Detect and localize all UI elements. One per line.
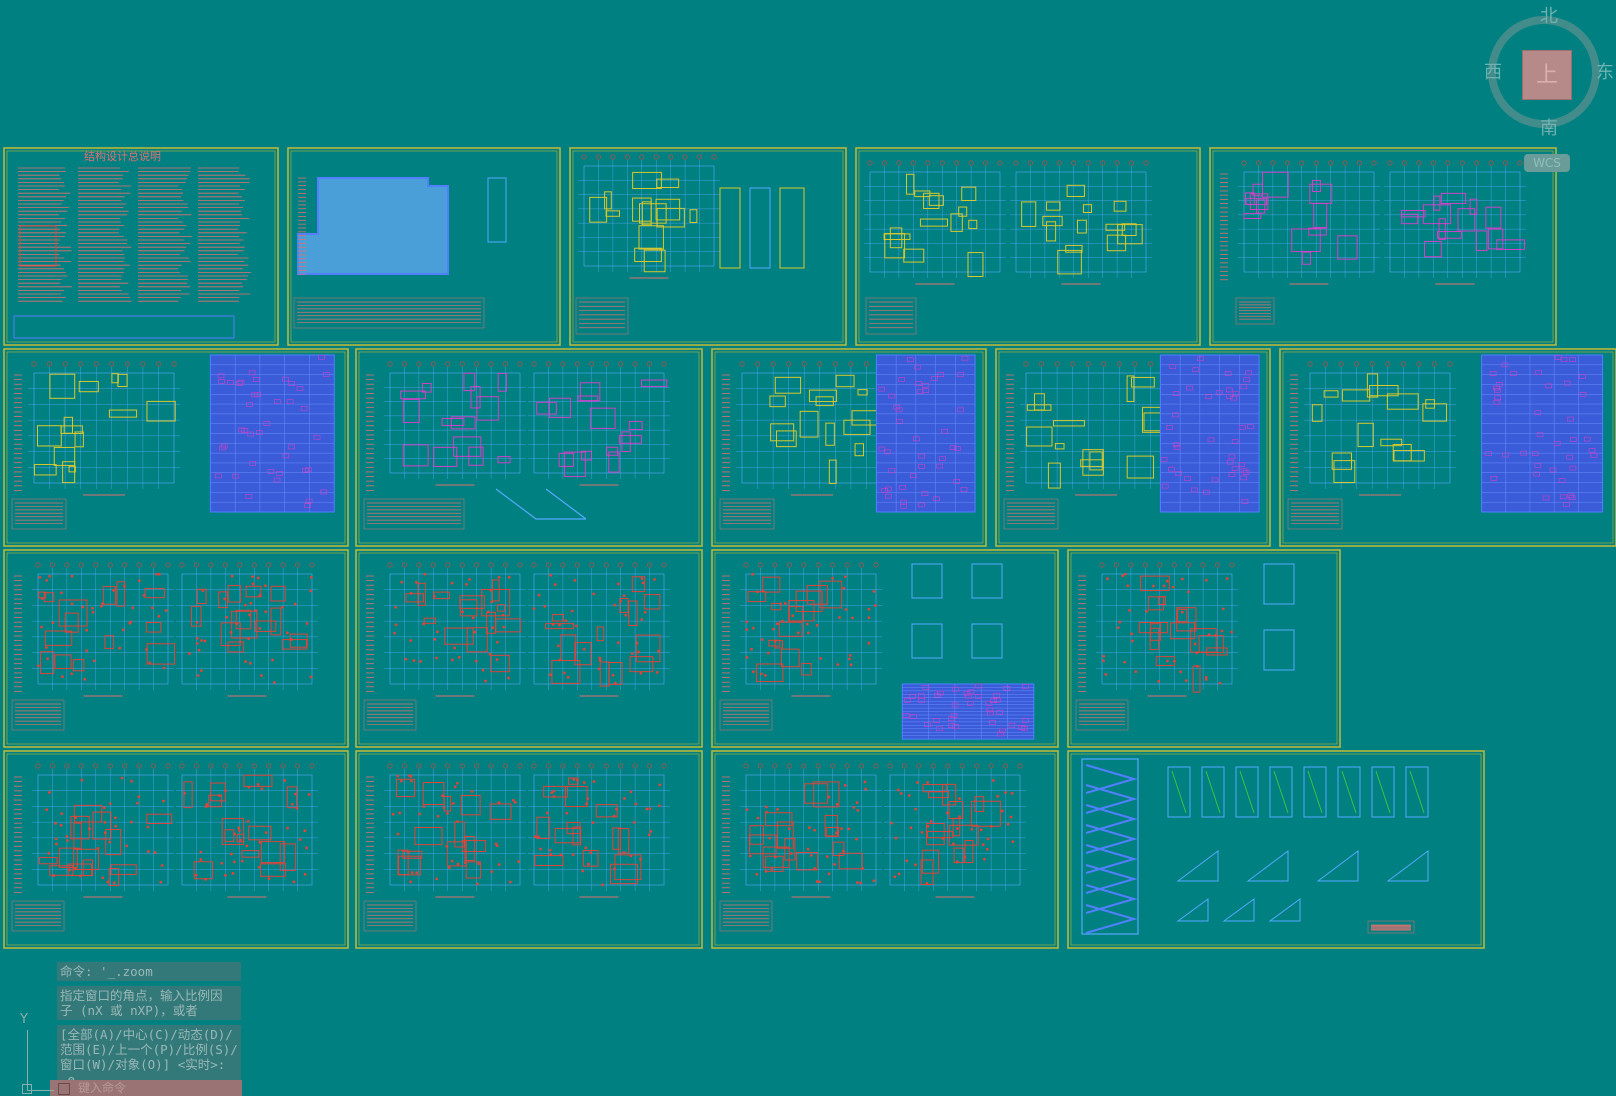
command-history-line: [全部(A)/中心(C)/动态(D)/ 范围(E)/上一个(P)/比例(S)/ … [57, 1025, 241, 1089]
compass-east[interactable]: 东 [1596, 62, 1614, 83]
drawing-sheet[interactable] [711, 750, 1059, 949]
command-history-line: 指定窗口的角点，输入比例因 子 (nX 或 nXP)，或者 [57, 986, 241, 1020]
drawing-sheet[interactable] [1279, 348, 1616, 547]
command-history-line: 命令: '_.zoom [57, 962, 241, 981]
viewcube[interactable]: 上 北 南 东 西 [1480, 6, 1616, 140]
compass-ring[interactable] [1488, 16, 1600, 128]
compass-north[interactable]: 北 [1540, 6, 1558, 27]
drawing-sheet[interactable] [355, 348, 703, 547]
drawing-sheet[interactable] [995, 348, 1271, 547]
ucs-y-label: Y [20, 1012, 28, 1027]
viewcube-top-face[interactable]: 上 [1522, 50, 1572, 100]
drawing-sheet[interactable] [3, 750, 349, 949]
drawing-sheet[interactable] [711, 348, 987, 547]
command-history: 命令: '_.zoom 指定窗口的角点，输入比例因 子 (nX 或 nXP)，或… [57, 962, 241, 1094]
drawing-sheet[interactable] [355, 750, 703, 949]
compass-south[interactable]: 南 [1540, 118, 1558, 139]
drawing-sheet[interactable] [855, 147, 1201, 346]
command-icon [58, 1082, 70, 1095]
wcs-menu-button[interactable]: WCS [1524, 154, 1570, 172]
drawing-sheet[interactable] [355, 549, 703, 748]
drawing-sheet[interactable] [1209, 147, 1557, 346]
sheet-title: 结构设计总说明 [84, 149, 161, 163]
drawing-sheet[interactable]: 结构设计总说明 [3, 147, 279, 346]
drawing-sheet[interactable] [1067, 750, 1485, 949]
drawing-sheet[interactable] [569, 147, 847, 346]
drawing-sheet[interactable] [711, 549, 1059, 748]
drawing-sheet[interactable] [3, 549, 349, 748]
command-input[interactable]: 键入命令 [50, 1080, 242, 1096]
command-input-placeholder: 键入命令 [78, 1081, 127, 1095]
ucs-y-axis [27, 1030, 28, 1090]
compass-west[interactable]: 西 [1484, 62, 1502, 83]
drawing-sheet[interactable] [287, 147, 561, 346]
ucs-icon: Y [14, 1012, 54, 1096]
drawing-sheet[interactable] [1067, 549, 1341, 748]
drawing-sheet[interactable] [3, 348, 349, 547]
ucs-origin [22, 1084, 32, 1094]
ucs-x-axis [27, 1090, 54, 1091]
